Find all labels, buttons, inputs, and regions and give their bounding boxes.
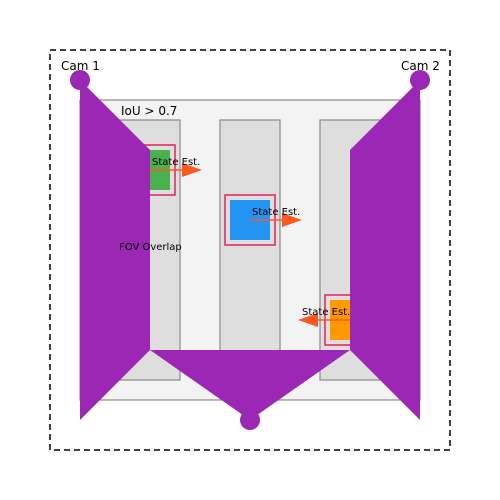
outer-boundary xyxy=(49,49,451,451)
fov-cone-cam3 xyxy=(150,350,350,420)
fov-cone-cam1 xyxy=(80,80,150,420)
velocity-arrow-head-green xyxy=(182,163,202,177)
camera-3-icon xyxy=(240,410,260,430)
tracked-object-blue: State Est. xyxy=(224,194,302,246)
fov-cone-cam2 xyxy=(350,80,420,420)
iou-label: IoU > 0.7 xyxy=(121,104,177,118)
velocity-arrow-head-blue xyxy=(282,213,302,227)
camera-2-label: Cam 2 xyxy=(401,59,440,73)
state-est-label-blue: State Est. xyxy=(252,207,300,218)
camera-2-icon xyxy=(410,70,430,90)
state-est-label-green: State Est. xyxy=(152,157,200,168)
camera-1-label: Cam 1 xyxy=(61,59,100,73)
camera-1-icon xyxy=(70,70,90,90)
state-est-label-orange: State Est. xyxy=(302,307,350,318)
lane-center xyxy=(219,119,281,381)
velocity-arrow-head-orange xyxy=(298,313,318,327)
fov-overlap-label: FOV Overlap xyxy=(119,242,182,253)
